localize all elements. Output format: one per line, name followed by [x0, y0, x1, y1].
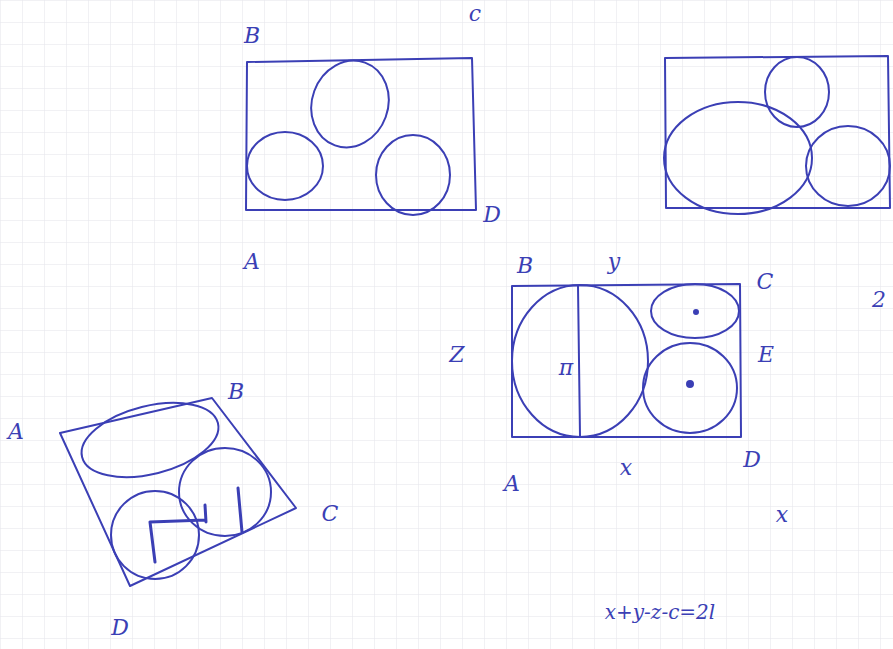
radius-lines [150, 488, 242, 562]
point-label: D [111, 617, 129, 639]
point-label: A [244, 251, 260, 273]
rectangle-sketch [60, 398, 296, 586]
point-label: D [743, 449, 761, 471]
point-label: c [469, 3, 481, 25]
point-label: A [504, 473, 520, 495]
point-label: Z [449, 344, 464, 366]
rectangle-sketch [246, 58, 476, 210]
point-label: A [8, 421, 24, 443]
circle-sketch [74, 390, 226, 490]
rectangle-sketch [665, 56, 890, 208]
center-dot [687, 381, 693, 387]
center-dot [694, 310, 698, 314]
circle-sketch [299, 50, 401, 159]
point-label: C [322, 503, 339, 525]
rectangle-sketch [512, 284, 741, 437]
point-label: C [757, 271, 774, 293]
point-label: 2 [872, 289, 886, 311]
point-label: B [244, 25, 260, 47]
point-label: x [776, 504, 788, 526]
point-label: E [758, 344, 774, 366]
point-label: B [228, 381, 244, 403]
circle-sketch [806, 126, 890, 206]
circle-sketch [179, 448, 271, 536]
point-label: π [559, 357, 573, 379]
circle-sketch [651, 284, 739, 338]
point-label: B [517, 255, 533, 277]
circle-sketch [512, 285, 648, 437]
circle-sketch [664, 102, 812, 214]
point-label: x [620, 457, 632, 479]
circle-sketch [643, 343, 737, 433]
circle-sketch [247, 132, 323, 200]
circle-sketch [765, 57, 829, 127]
equation-note: x+y-z-c=2l [605, 602, 715, 622]
circle-sketch [111, 491, 199, 579]
point-label: y [608, 251, 620, 273]
circle-sketch [376, 135, 450, 215]
chord-line [578, 286, 580, 436]
point-label: D [483, 204, 501, 226]
